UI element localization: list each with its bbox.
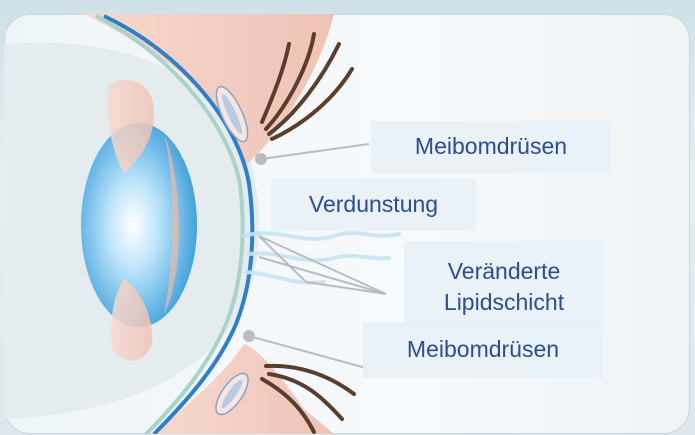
label-meibomdruesen-top: Meibomdrüsen bbox=[371, 121, 611, 173]
label-verdunstung-text: Verdunstung bbox=[309, 189, 438, 220]
label-veraenderte-lipidschicht: Veränderte Lipidschicht bbox=[404, 241, 604, 333]
label-lipid-line2: Lipidschicht bbox=[444, 287, 564, 318]
eye-diagram-panel: Meibomdrüsen Verdunstung Veränderte Lipi… bbox=[4, 14, 690, 434]
pointer-dot-top bbox=[255, 153, 267, 165]
label-meibomdruesen-bottom-text: Meibomdrüsen bbox=[407, 334, 559, 365]
pointer-dot-bottom bbox=[243, 330, 255, 342]
label-meibomdruesen-top-text: Meibomdrüsen bbox=[415, 131, 567, 162]
label-verdunstung: Verdunstung bbox=[271, 178, 476, 231]
label-lipid-line1: Veränderte bbox=[448, 256, 561, 287]
label-meibomdruesen-bottom: Meibomdrüsen bbox=[363, 322, 603, 378]
